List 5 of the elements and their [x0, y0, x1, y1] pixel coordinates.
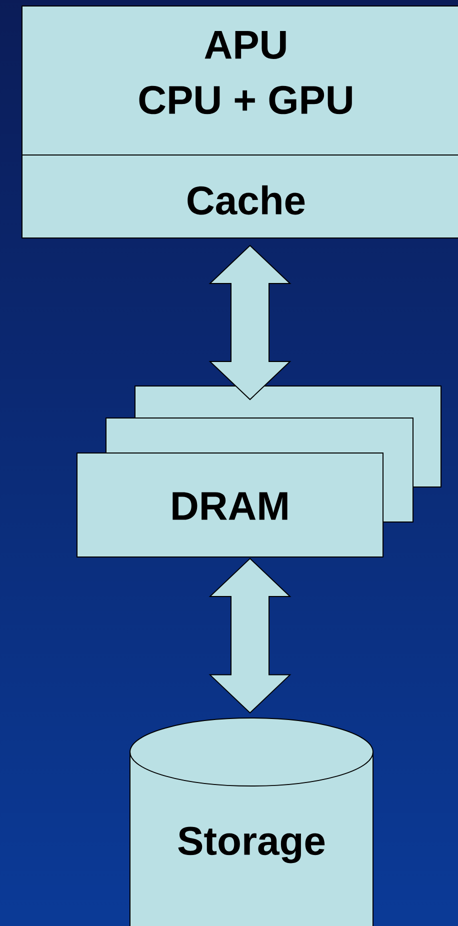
box: APU CPU + GPU [22, 6, 458, 156]
node-label: Cache [188, 185, 305, 215]
storage-cylinder: Storage [130, 718, 374, 926]
box: Cache [22, 154, 458, 238]
box: DRAM [76, 452, 384, 558]
